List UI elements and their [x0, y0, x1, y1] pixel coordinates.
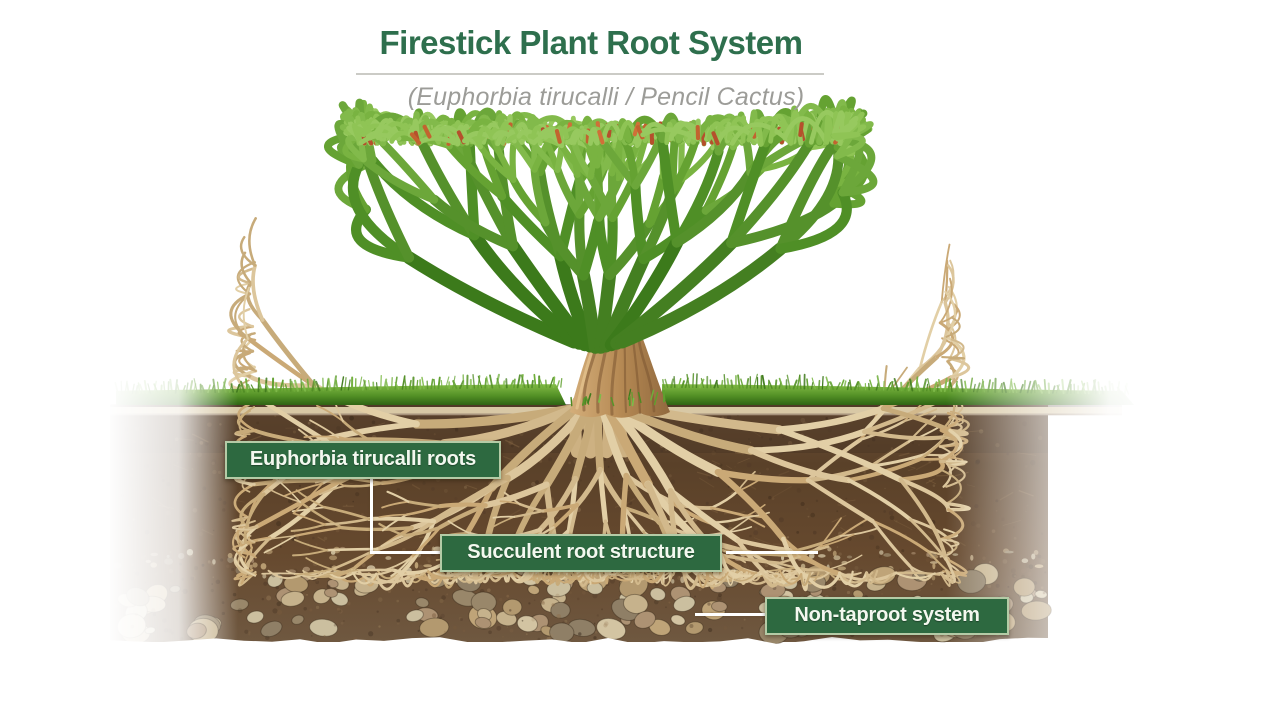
title-divider: [356, 73, 824, 75]
leader-line-succulent-structure: [726, 551, 818, 554]
leader-line-non-taproot: [695, 613, 765, 616]
label-non-taproot-system: Non-taproot system: [765, 597, 1009, 635]
trunk: [570, 334, 670, 418]
label-euphorbia-tirucalli-roots: Euphorbia tirucalli roots: [225, 441, 501, 479]
label-succulent-root-structure: Succulent root structure: [440, 534, 722, 572]
page-subtitle: (Euphorbia tirucalli / Pencil Cactus): [407, 83, 805, 111]
edge-fades: [0, 376, 1280, 720]
page-title: Firestick Plant Root System: [379, 24, 803, 61]
leader-line-euphorbia-roots-horizontal: [370, 551, 440, 554]
leader-line-euphorbia-roots-vertical: [370, 479, 373, 553]
firestick-stems: [323, 95, 878, 354]
